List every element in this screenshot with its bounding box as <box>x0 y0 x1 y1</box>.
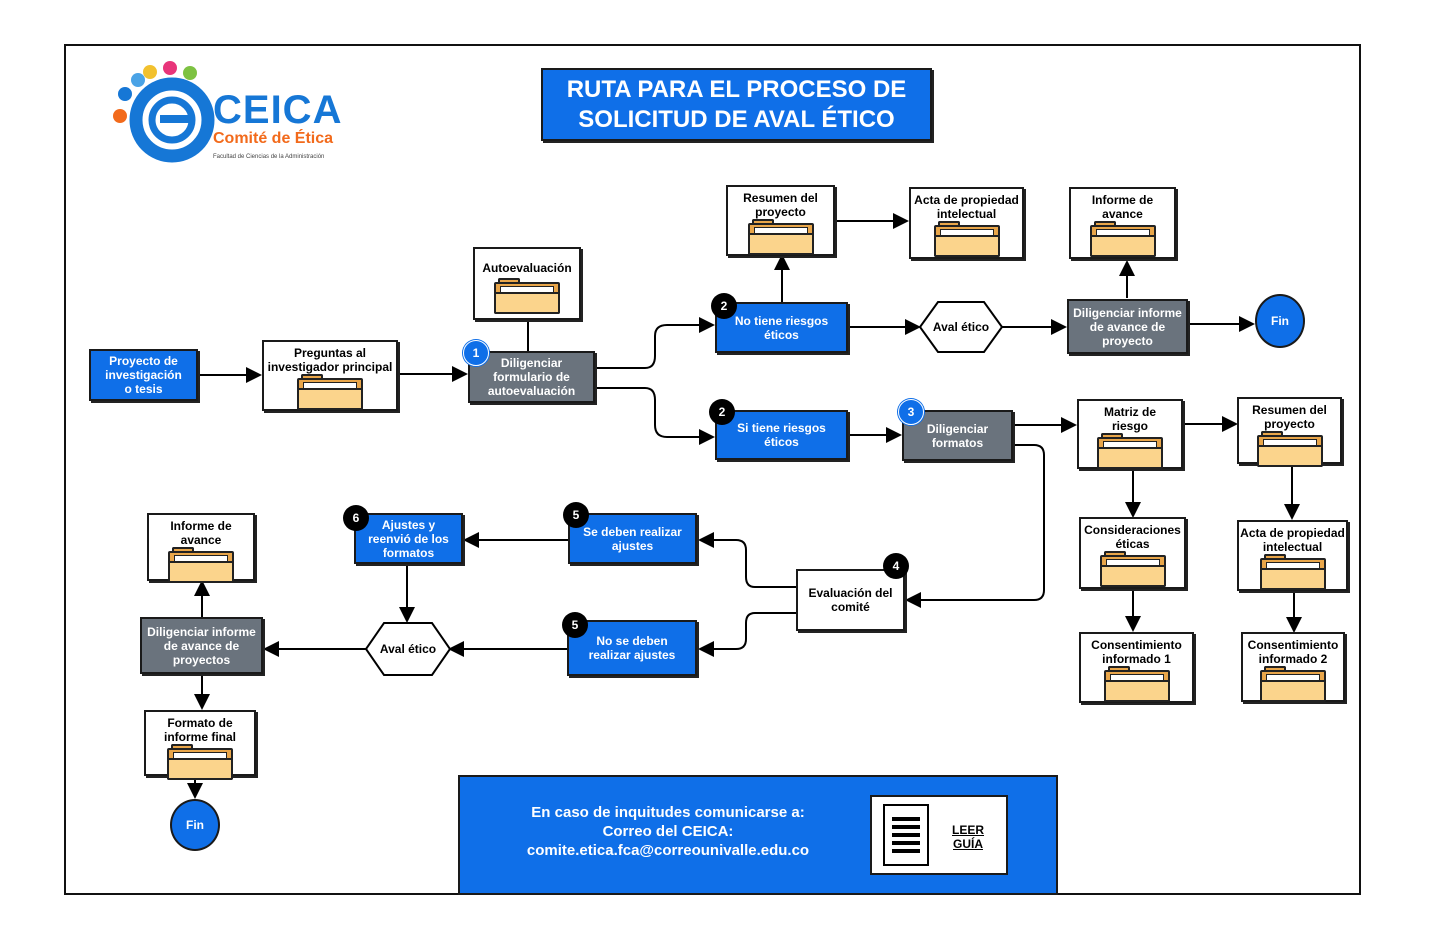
step-badge-5b: 5 <box>562 612 588 638</box>
contact-text: En caso de inquitudes comunicarse a: Cor… <box>478 803 858 860</box>
step-badge-6: 6 <box>343 505 369 531</box>
node-consentimiento-2-label: Consentimiento informado 2 <box>1247 638 1339 666</box>
node-acta-top-label: Acta de propiedad intelectual <box>914 193 1019 221</box>
node-preguntas-label: Preguntas al investigador principal <box>267 346 393 374</box>
folder-icon <box>1097 433 1163 469</box>
read-guide-label[interactable]: LEER GUÍA <box>952 823 985 851</box>
node-formato-final-label: Formato de informe final <box>163 716 236 744</box>
page-title: RUTA PARA EL PROCESO DE SOLICITUD DE AVA… <box>541 68 932 141</box>
node-se-deben: Se deben realizar ajustes <box>568 513 697 564</box>
node-autoevaluacion: Autoevaluación <box>473 247 581 320</box>
node-resumen-top-label: Resumen del proyecto <box>743 191 818 219</box>
document-icon <box>883 804 929 866</box>
step-badge-4: 4 <box>883 553 909 579</box>
node-consideraciones: Consideraciones éticas <box>1079 517 1186 589</box>
node-diligenciar-avance-bottom: Diligenciar informe de avance de proyect… <box>140 617 263 674</box>
folder-icon <box>1099 551 1166 587</box>
node-aval-bottom: Aval ético <box>379 642 437 656</box>
folder-icon <box>747 219 814 255</box>
node-autoevaluacion-label: Autoevaluación <box>482 261 572 275</box>
node-fin-top: Fin <box>1255 294 1305 348</box>
node-resumen-right-label: Resumen del proyecto <box>1252 403 1327 431</box>
contact-email[interactable]: comite.etica.fca@correounivalle.edu.co <box>526 842 810 859</box>
node-consentimiento-1: Consentimiento informado 1 <box>1079 632 1194 703</box>
node-aval-top: Aval ético <box>932 320 990 334</box>
folder-icon <box>1259 554 1326 590</box>
folder-icon <box>1260 666 1326 702</box>
contact-line-2: Correo del CEICA: <box>602 823 734 840</box>
node-acta-top: Acta de propiedad intelectual <box>909 187 1024 259</box>
node-diligenciar-formulario: Diligenciar formulario de autoevaluación <box>468 351 595 403</box>
folder-icon <box>494 278 560 314</box>
node-consideraciones-label: Consideraciones éticas <box>1084 523 1181 551</box>
node-informe-bottom-label: Informe de avance <box>170 519 232 547</box>
step-badge-5a: 5 <box>563 502 589 528</box>
folder-icon <box>1256 431 1323 467</box>
read-guide-button[interactable]: LEER GUÍA <box>870 795 1008 875</box>
folder-icon <box>1103 666 1170 702</box>
title-line-2: SOLICITUD DE AVAL ÉTICO <box>578 105 895 133</box>
folder-icon <box>1089 221 1156 257</box>
aval-top-shape <box>918 301 1004 353</box>
logo-name: CEICA <box>213 88 343 132</box>
node-resumen-top: Resumen del proyecto <box>726 185 835 256</box>
node-si-riesgos: Si tiene riesgos éticos <box>715 410 848 460</box>
folder-icon <box>168 547 234 583</box>
contact-line-1: En caso de inquitudes comunicarse a: <box>531 804 805 821</box>
node-ajustes: Ajustes y reenvió de los formatos <box>354 513 463 564</box>
node-matriz-label: Matriz de riesgo <box>1103 405 1156 433</box>
node-proyecto: Proyecto de investigación o tesis <box>89 349 198 401</box>
logo-subtitle: Comité de Ética <box>213 130 334 147</box>
title-line-1: RUTA PARA EL PROCESO DE <box>566 75 907 103</box>
node-consentimiento-2: Consentimiento informado 2 <box>1241 632 1345 702</box>
node-informe-bottom: Informe de avance <box>147 513 255 583</box>
node-evaluacion: Evaluación del comité <box>796 569 905 631</box>
folder-icon <box>933 221 1000 257</box>
folder-icon <box>167 744 233 780</box>
node-preguntas: Preguntas al investigador principal <box>262 340 398 411</box>
node-fin-bottom: Fin <box>170 799 220 851</box>
node-informe-top-label: Informe de avance <box>1091 193 1154 221</box>
folder-icon <box>297 374 363 410</box>
node-informe-top: Informe de avance <box>1069 187 1176 259</box>
node-matriz: Matriz de riesgo <box>1077 399 1183 469</box>
step-badge-2a: 2 <box>711 293 737 319</box>
aval-bottom-shape <box>364 622 452 676</box>
node-acta-right-label: Acta de propiedad intelectual <box>1240 526 1345 554</box>
step-badge-2b: 2 <box>709 399 735 425</box>
node-formato-final: Formato de informe final <box>144 710 256 780</box>
contact-panel: En caso de inquitudes comunicarse a: Cor… <box>458 775 1058 895</box>
step-badge-1: 1 <box>463 340 489 366</box>
node-no-riesgos: No tiene riesgos éticos <box>715 302 848 353</box>
step-badge-3: 3 <box>898 399 924 425</box>
node-diligenciar-avance-top: Diligenciar informe de avance de proyect… <box>1067 299 1188 354</box>
logo-faculty: Facultad de Ciencias de la Administració… <box>213 154 325 160</box>
logo-people-icon <box>113 61 215 163</box>
node-consentimiento-1-label: Consentimiento informado 1 <box>1091 638 1182 666</box>
node-no-se-deben: No se deben realizar ajustes <box>567 620 697 676</box>
node-acta-right: Acta de propiedad intelectual <box>1237 520 1348 591</box>
node-resumen-right: Resumen del proyecto <box>1237 397 1342 467</box>
